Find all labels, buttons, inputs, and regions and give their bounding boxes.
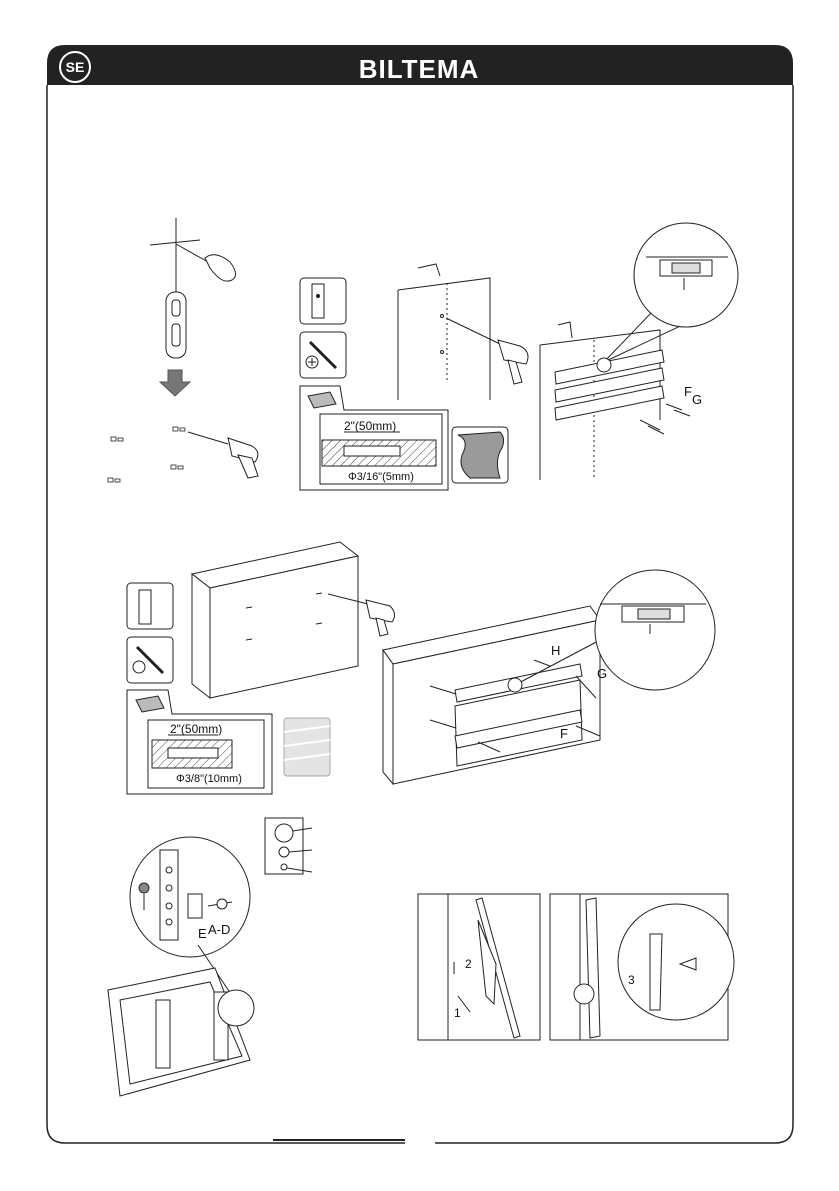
drill-icon (188, 432, 258, 478)
brick-wall-scene (383, 606, 600, 784)
brick-tool-icons (127, 583, 173, 683)
brick-pattern-icon (284, 718, 330, 776)
brick-label-h: H (551, 643, 560, 658)
hang-step-1: 1 (454, 1006, 461, 1020)
header-bar: SE BILTEMA (47, 45, 793, 85)
brick-drill-diameter: Φ3/8"(10mm) (176, 773, 242, 785)
brand-logo: BILTEMA (359, 54, 480, 84)
hang-step-2: 2 (465, 957, 472, 971)
brick-drill-depth: 2"(50mm) (170, 722, 222, 736)
wood-drill-spec: 2"(50mm) Φ3/16"(5mm) (300, 386, 448, 490)
wood-label-f: F (684, 384, 692, 399)
wood-level-zoom (597, 223, 738, 372)
tv-bracket-zoom (130, 837, 250, 957)
wood-label-g: G (692, 392, 702, 407)
hang-step-panel-1 (418, 894, 540, 1040)
brick-label-f: F (560, 726, 568, 741)
language-badge-text: SE (66, 59, 85, 75)
tv-back-panel (108, 945, 254, 1096)
screwdriver-tool-icon (300, 332, 346, 378)
level-tool-icon (300, 278, 346, 324)
tv-label-e: E (198, 926, 207, 941)
hang-step-panel-2 (550, 894, 734, 1040)
wood-drill-depth: 2"(50mm) (344, 419, 396, 433)
brick-drill-spec: 2"(50mm) Φ3/8"(10mm) (127, 690, 272, 794)
brick-wall-block (192, 542, 395, 698)
hang-step-3: 3 (628, 973, 635, 987)
wood-drill-diameter: Φ3/16"(5mm) (348, 471, 414, 483)
screw-size-chart (265, 818, 312, 874)
wood-grain-icon (452, 427, 508, 483)
tv-label-ad: A-D (208, 922, 230, 937)
wood-mark-illustration (150, 218, 236, 358)
wood-drill-holes (108, 427, 185, 482)
down-arrow-icon (160, 370, 190, 396)
brick-label-g: G (597, 666, 607, 681)
